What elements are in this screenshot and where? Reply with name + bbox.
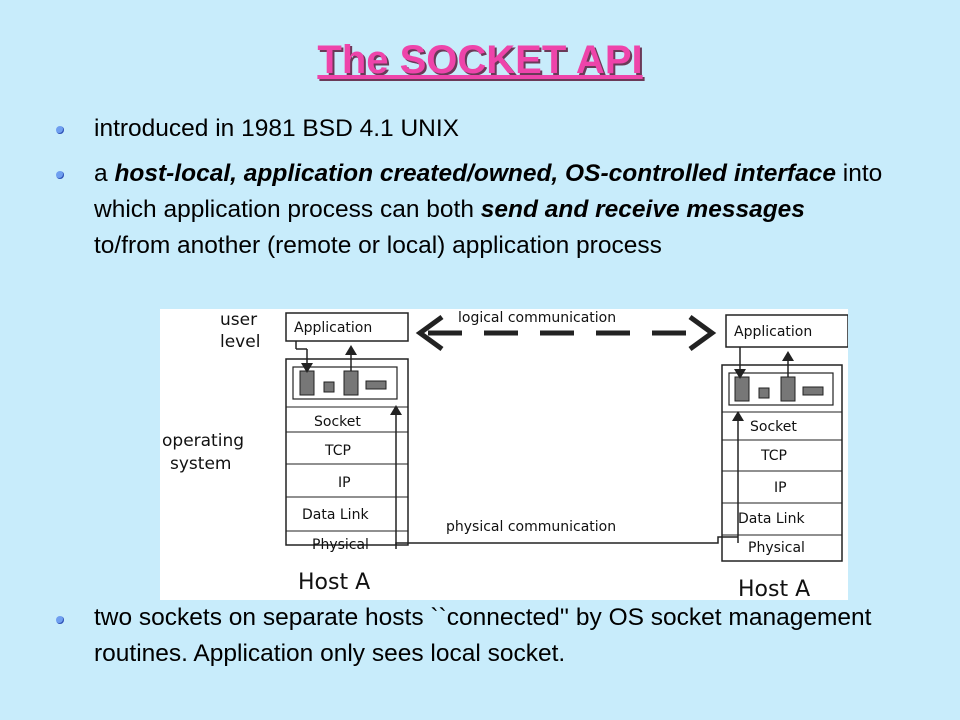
left-buffer-block [299, 370, 315, 396]
left-socket-label: Socket [314, 414, 361, 430]
left-application-box [285, 312, 409, 342]
right-buffer-block [734, 376, 750, 402]
down-arrow-icon [734, 369, 746, 379]
right-socket-buffer [728, 372, 834, 406]
up-arrow-icon [732, 411, 744, 421]
left-host-stack: Application Socket TCP IP Data Link Phys… [285, 312, 409, 553]
left-host-name: Host A [298, 570, 370, 595]
down-arrow-icon [301, 363, 313, 373]
bullet-icon [56, 126, 64, 134]
definition-text-3: to/from another (remote or local) applic… [94, 232, 662, 259]
slide-title: The SOCKET API [317, 38, 643, 82]
right-buffer-block [780, 376, 796, 402]
bullet-two-sockets: two sockets on separate hosts ``connecte… [94, 604, 872, 667]
left-os-box [285, 358, 409, 546]
right-buffer-block [802, 386, 824, 396]
left-socket-buffer [292, 366, 398, 400]
bullet-icon [56, 616, 64, 624]
up-arrow-icon [390, 405, 402, 415]
left-buffer-block [343, 370, 359, 396]
left-application-label: Application [294, 320, 372, 336]
right-host-name: Host A [738, 577, 810, 600]
definition-text-2: into which application process can both [94, 160, 883, 223]
left-tcp-label: TCP [324, 443, 351, 459]
left-buffer-block [323, 381, 335, 393]
definition-text-1: a [94, 160, 115, 187]
definition-emphasis-messages: send and receive messages [480, 196, 805, 223]
os-level-label-line2: system [170, 454, 231, 474]
bullet-introduced: introduced in 1981 BSD 4.1 UNIX [94, 115, 459, 142]
right-physical-label: Physical [748, 540, 805, 556]
right-datalink-label: Data Link [738, 511, 805, 527]
left-arrowhead-icon [415, 314, 444, 352]
physical-communication-label: physical communication [446, 519, 616, 535]
left-buffer-block [365, 380, 387, 390]
right-socket-label: Socket [750, 419, 797, 435]
right-application-label: Application [734, 324, 812, 340]
definition-emphasis-interface: host-local, application created/owned, O… [114, 160, 836, 187]
logical-communication-label: logical communication [458, 310, 616, 326]
up-arrow-icon [782, 351, 794, 361]
user-level-label-line1: user [220, 310, 257, 330]
up-arrow-icon [345, 345, 357, 355]
right-os-box [721, 364, 843, 562]
left-physical-label: Physical [312, 537, 369, 553]
right-ip-label: IP [774, 480, 787, 496]
os-level-label-line1: operating [162, 431, 244, 451]
bullet-icon [56, 171, 64, 179]
right-application-box [725, 314, 848, 348]
socket-diagram: user level operating system Application … [160, 309, 848, 600]
left-ip-label: IP [338, 475, 351, 491]
right-arrowhead-icon [688, 314, 717, 352]
right-host-stack: Application Socket TCP IP Data Link Phys… [721, 314, 848, 562]
user-level-label-line2: level [220, 332, 260, 352]
right-buffer-block [758, 387, 770, 399]
bullet-socket-definition: a host-local, application created/owned,… [94, 156, 884, 264]
physical-link-line [395, 536, 738, 545]
right-tcp-label: TCP [760, 448, 787, 464]
left-datalink-label: Data Link [302, 507, 369, 523]
